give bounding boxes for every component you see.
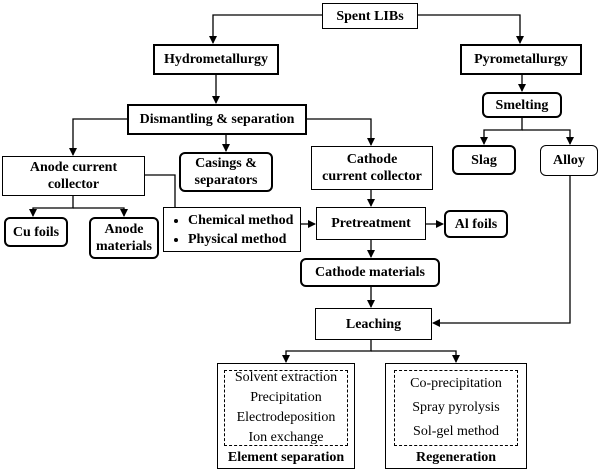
cathode-materials-node: Cathode materials: [300, 258, 440, 287]
al-foils-node: Al foils: [444, 210, 508, 238]
arrow-spent-to-hydro: [209, 14, 322, 44]
method-item: Chemical method: [188, 211, 294, 230]
cu-foils-node: Cu foils: [4, 217, 68, 247]
hydrometallurgy-node: Hydrometallurgy: [153, 44, 279, 75]
method-item: Physical method: [188, 230, 294, 249]
arrow-anode-to-anodemat: [73, 207, 128, 217]
arrow-anode-to-cufoils: [29, 196, 74, 217]
arrow-dismantling-to-anode: [69, 118, 127, 156]
arrow-smelting-split: [480, 118, 523, 145]
anode-collector-line1: Anode current: [29, 160, 118, 175]
pretreatment-node: Pretreatment: [316, 207, 426, 240]
slag-node: Slag: [452, 145, 516, 175]
arrow-alloy-to-leaching: [432, 176, 571, 327]
anode-materials-node: Anode materials: [89, 217, 159, 259]
anode-materials-line2: materials: [96, 239, 152, 254]
regeneration-panel: Co-precipitation Spray pyrolysis Sol-gel…: [385, 363, 527, 469]
anode-materials-line1: Anode: [104, 222, 144, 237]
cathode-collector-node: Cathode current collector: [311, 146, 433, 190]
regeneration-item: Spray pyrolysis: [412, 400, 500, 415]
arrow-leaching-to-regeneration: [371, 350, 460, 363]
leaching-node: Leaching: [315, 308, 432, 340]
spent-libs-node: Spent LIBs: [322, 3, 418, 29]
casings-line2: separators: [194, 173, 258, 188]
arrow-leaching-split: [282, 340, 372, 363]
regeneration-list: Co-precipitation Spray pyrolysis Sol-gel…: [394, 370, 518, 446]
pyrometallurgy-node: Pyrometallurgy: [460, 44, 582, 75]
separation-item: Solvent extraction: [234, 370, 338, 385]
methods-list: Chemical method Physical method: [170, 211, 294, 249]
anode-collector-node: Anode current collector: [2, 156, 145, 196]
regeneration-title: Regeneration: [415, 450, 497, 465]
element-separation-panel: Solvent extraction Precipitation Electro…: [217, 363, 355, 469]
arrow-dismantling-to-cathode: [307, 118, 375, 146]
casings-line1: Casings &: [195, 156, 257, 171]
line-anode-to-methods: [145, 174, 176, 207]
element-separation-list: Solvent extraction Precipitation Electro…: [224, 370, 348, 446]
cathode-collector-line2: current collector: [322, 169, 422, 184]
element-separation-title: Element separation: [227, 450, 345, 465]
arrow-spent-to-pyro: [418, 14, 524, 44]
casings-node: Casings & separators: [179, 152, 273, 192]
separation-item: Electrodeposition: [236, 410, 336, 425]
methods-box: Chemical method Physical method: [163, 207, 301, 252]
separation-item: Precipitation: [250, 390, 322, 405]
separation-item: Ion exchange: [248, 430, 324, 445]
cathode-collector-line1: Cathode: [346, 152, 398, 167]
regeneration-item: Co-precipitation: [410, 376, 502, 391]
arrow-smelting-to-alloy: [522, 129, 574, 145]
alloy-node: Alloy: [540, 145, 598, 176]
dismantling-node: Dismantling & separation: [127, 104, 307, 135]
anode-collector-line2: collector: [47, 177, 100, 192]
regeneration-item: Sol-gel method: [413, 424, 499, 439]
smelting-node: Smelting: [482, 92, 562, 118]
